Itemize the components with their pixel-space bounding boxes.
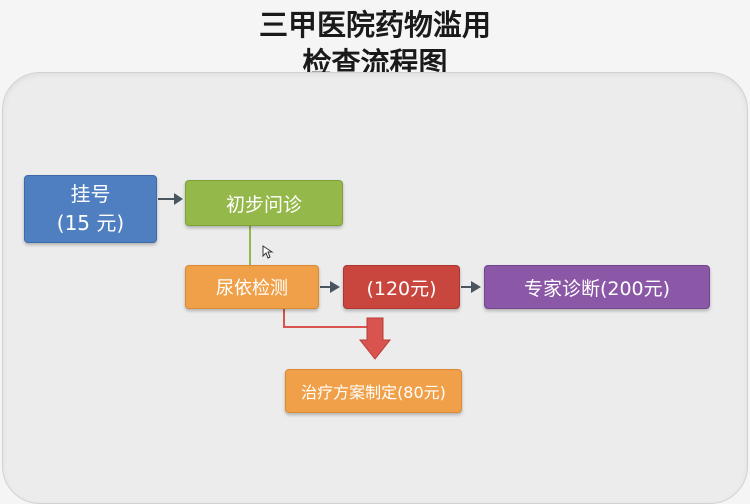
arrowhead-fee-to-expert xyxy=(471,281,481,293)
node-test-fee-label: (120元) xyxy=(366,277,437,300)
diagram-title: 三甲医院药物滥用 检查流程图 xyxy=(0,6,750,82)
node-urine-test-label: 尿依检测 xyxy=(216,278,288,299)
node-expert-diagnosis-label: 专家诊断(200元) xyxy=(523,277,671,300)
arrowhead-urine-to-fee xyxy=(330,281,340,293)
node-initial-consult: 初步问诊 xyxy=(185,180,343,226)
arrowhead-register-to-initial xyxy=(174,193,183,205)
node-register-fee: (15 元) xyxy=(56,211,125,235)
node-initial-consult-label: 初步问诊 xyxy=(225,193,302,216)
node-register: 挂号 (15 元) xyxy=(24,175,157,243)
title-line-1: 三甲医院药物滥用 xyxy=(258,8,491,42)
node-register-label: 挂号 xyxy=(70,182,111,206)
node-urine-test: 尿依检测 xyxy=(185,265,319,309)
node-treatment-plan-label: 治疗方案制定(80元) xyxy=(301,383,446,402)
node-treatment-plan: 治疗方案制定(80元) xyxy=(285,369,462,413)
mouse-cursor-icon xyxy=(262,245,274,259)
arrowhead-urine-to-plan xyxy=(358,317,392,360)
node-expert-diagnosis: 专家诊断(200元) xyxy=(484,265,710,309)
connector-urine-to-plan xyxy=(283,309,367,328)
node-test-fee: (120元) xyxy=(343,265,460,309)
